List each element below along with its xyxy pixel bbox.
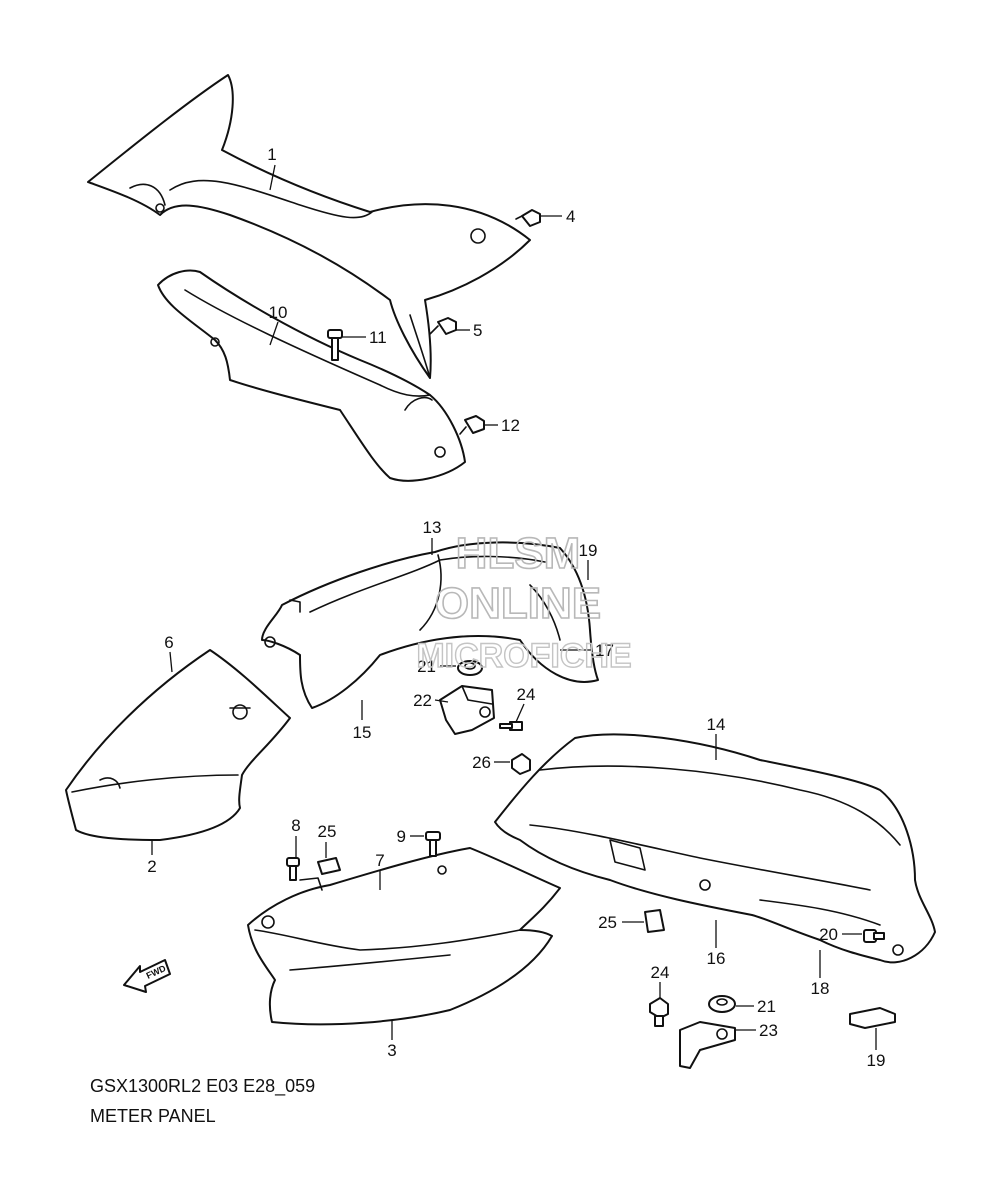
nut-25-upper: [317, 857, 341, 875]
callout-6: 6: [164, 633, 173, 652]
model-code: GSX1300RL2 E03 E28_059: [90, 1076, 315, 1097]
callout-4: 4: [566, 207, 575, 226]
part-7-lower-panel: [247, 847, 561, 1026]
part-10-inner-cover: [157, 269, 466, 482]
callout-14: 14: [707, 715, 726, 734]
bolt-24-lower: [649, 997, 669, 1027]
callout-16: 16: [707, 949, 726, 968]
part-1-upper-cover: [87, 74, 531, 379]
screw-20: [863, 929, 885, 943]
callout-25-upper: 25: [318, 822, 337, 841]
callout-9: 9: [397, 827, 406, 846]
grommet-21-lower: [708, 995, 736, 1013]
forward-arrow-icon: FWD: [123, 959, 171, 993]
callout-8: 8: [291, 816, 300, 835]
callout-3: 3: [387, 1041, 396, 1060]
callout-12: 12: [501, 416, 520, 435]
callout-19-lower: 19: [867, 1051, 886, 1070]
part-6-side-panel: [65, 649, 291, 841]
pad-19-lower: [849, 1007, 896, 1029]
part-14-right-panel: [494, 733, 936, 964]
callout-25-lower: 25: [598, 913, 617, 932]
bolt-24-upper: [499, 721, 523, 731]
callout-15: 15: [353, 723, 372, 742]
callout-7: 7: [375, 851, 384, 870]
callout-24-upper: 24: [517, 685, 536, 704]
leader-lines: [151, 164, 877, 1050]
fastener-4: [515, 209, 541, 227]
diagram-title: METER PANEL: [90, 1106, 216, 1126]
callout-5: 5: [473, 321, 482, 340]
footer: GSX1300RL2 E03 E28_059 METER PANEL: [90, 1076, 315, 1126]
callout-22: 22: [413, 691, 432, 710]
callout-1: 1: [267, 145, 276, 164]
bracket-22: [439, 685, 495, 735]
watermark: HLSM ONLINE MICROFICHE: [416, 528, 633, 676]
watermark-line-2: ONLINE: [435, 579, 601, 628]
callout-17: 17: [595, 641, 614, 660]
callout-numbers: 1 4 10 11 5 12 13 19 17 21 22 24 6 15 26…: [147, 145, 885, 1070]
fastener-12: [459, 415, 485, 435]
callout-21-lower: 21: [757, 997, 776, 1016]
nut-25-lower: [644, 909, 665, 933]
callout-18: 18: [811, 979, 830, 998]
callout-10: 10: [269, 303, 288, 322]
grommet-21-upper: [457, 660, 483, 676]
watermark-line-1: HLSM: [456, 529, 581, 578]
bracket-23: [679, 1021, 736, 1069]
bolt-26: [511, 753, 531, 775]
callout-26: 26: [472, 753, 491, 772]
callout-19-upper: 19: [579, 541, 598, 560]
fastener-11: [327, 329, 343, 361]
watermark-line-3: MICROFICHE: [416, 637, 631, 675]
callout-2: 2: [147, 857, 156, 876]
callout-23: 23: [759, 1021, 778, 1040]
fastener-5: [429, 317, 457, 335]
callout-20: 20: [819, 925, 838, 944]
screw-9: [425, 831, 441, 857]
callout-11: 11: [369, 328, 387, 347]
callout-13: 13: [423, 518, 442, 537]
part-13-meter-cover: [261, 541, 599, 709]
screw-8: [286, 857, 300, 881]
callout-24-lower: 24: [651, 963, 670, 982]
callout-21-upper: 21: [417, 657, 436, 676]
